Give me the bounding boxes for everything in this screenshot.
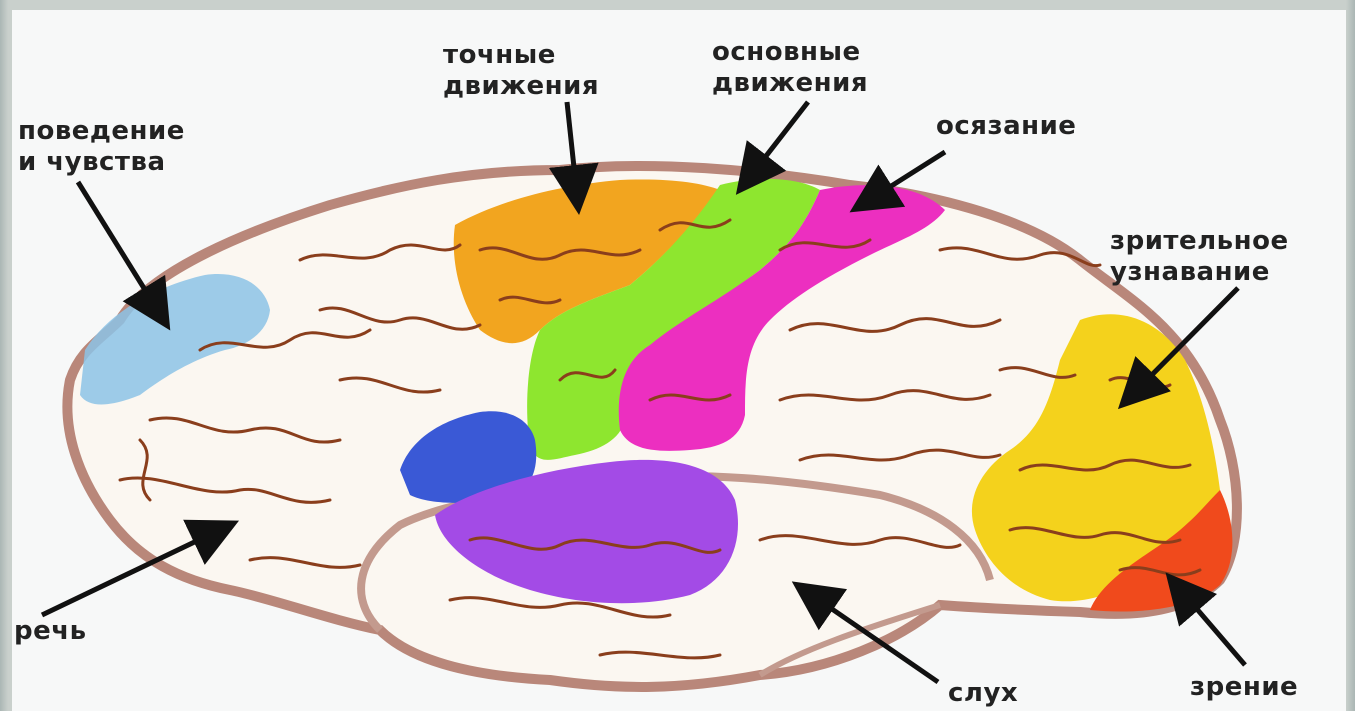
label-basic-movements: основные движения [712, 37, 868, 99]
label-vision: зрение [1190, 672, 1298, 703]
label-touch: осязание [936, 111, 1076, 142]
label-fine-movements: точные движения [443, 40, 599, 102]
label-visual-recognition: зрительное узнавание [1110, 226, 1289, 288]
label-behavior: поведение и чувства [18, 116, 185, 178]
label-speech: речь [14, 616, 87, 647]
arrow-behavior [78, 182, 165, 322]
label-hearing: слух [948, 678, 1018, 709]
